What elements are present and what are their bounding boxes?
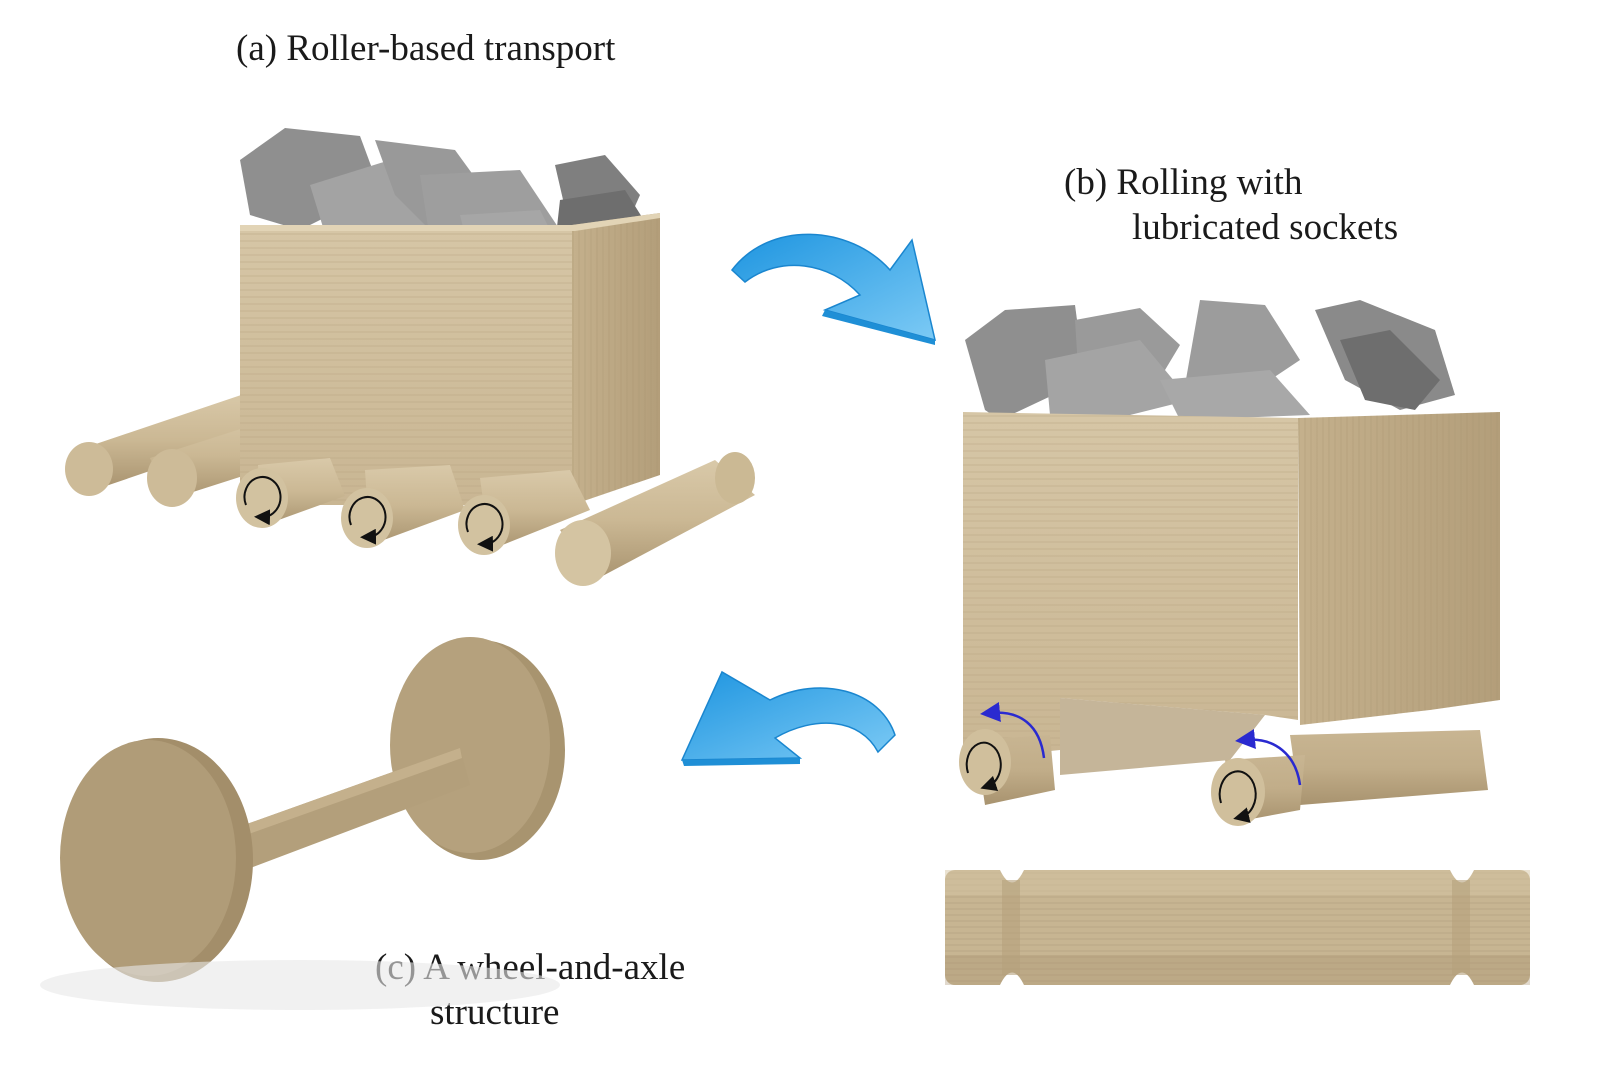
rotation-arrow-icon — [965, 741, 1002, 792]
panel-a-roller-transport — [65, 128, 755, 586]
rotation-arrow-icon — [1218, 770, 1257, 823]
curved-arrow-left-icon — [680, 670, 896, 761]
lubrication-arrow-icon — [1235, 729, 1302, 786]
rotation-arrow-icon — [348, 496, 387, 545]
wheel-back — [390, 637, 565, 860]
rotation-arrow-icon — [243, 476, 282, 526]
panel-b-caption: (b) Rolling with lubricated sockets — [1064, 160, 1398, 250]
panel-a-caption: (a) Roller-based transport — [236, 28, 616, 69]
lubrication-arrow-icon — [980, 702, 1046, 759]
transition-arrow-a-to-b — [730, 233, 937, 345]
grooved-roller — [945, 870, 1530, 985]
log-roller-front-1 — [236, 458, 345, 528]
rock-pile-b — [965, 300, 1455, 420]
panel-c-wheel-and-axle — [40, 637, 565, 1010]
shadow — [40, 960, 560, 1010]
panel-b-socket-rolling — [945, 300, 1530, 985]
panel-b-caption-line1: (b) Rolling with — [1064, 162, 1303, 203]
log-roller-front-2 — [341, 465, 465, 548]
transition-arrow-b-to-c — [680, 670, 896, 766]
cargo-box-b — [963, 412, 1500, 775]
log-roller-front-3 — [458, 470, 590, 555]
socket-roller-front-right — [1211, 729, 1305, 826]
log-roller-back-left — [65, 392, 270, 496]
log-roller-right — [555, 452, 755, 586]
rotation-arrow-icon — [465, 503, 504, 552]
socket-roller-front-left — [959, 702, 1055, 805]
wheel-front — [60, 738, 253, 982]
axle — [230, 748, 470, 870]
curved-arrow-right-icon — [730, 233, 937, 342]
cargo-box-a — [240, 128, 660, 505]
panel-b-caption-line2: lubricated sockets — [1132, 207, 1399, 249]
